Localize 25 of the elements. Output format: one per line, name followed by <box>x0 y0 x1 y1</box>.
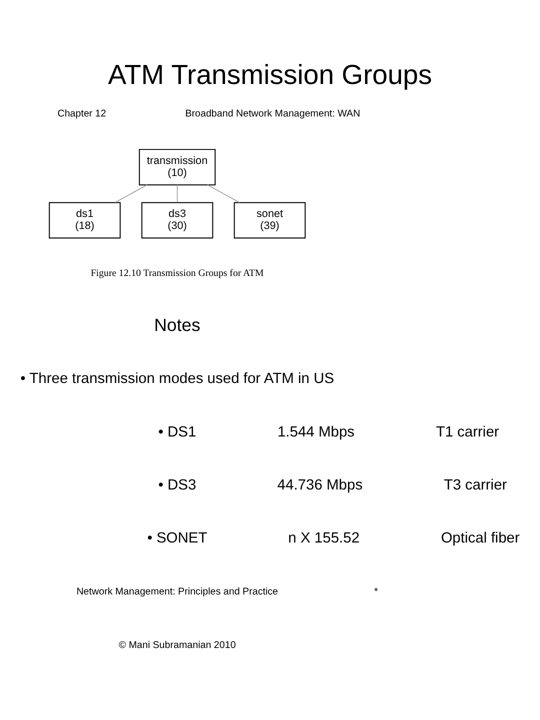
label: • DS1 <box>158 424 196 440</box>
node-box: sonet (39) <box>234 202 306 238</box>
connector <box>207 184 240 202</box>
label: Optical fiber <box>440 530 520 546</box>
label: T3 carrier <box>444 476 507 493</box>
node-box: ds1 (18) <box>48 202 121 238</box>
label: Network Management: Principles and Practice <box>76 586 278 598</box>
label: n X 155.52 <box>288 530 360 546</box>
label: © Mani Subramanian 2010 <box>118 639 236 650</box>
label: Notes <box>154 314 200 334</box>
label: 1.544 Mbps <box>277 424 355 440</box>
label: * <box>374 586 378 598</box>
label: • SONET <box>147 530 208 546</box>
node-box: transmission (10) <box>138 148 216 185</box>
connector <box>114 184 148 202</box>
label: 44.736 Mbps <box>277 476 363 493</box>
caption: Figure 12.10 Transmission Groups for ATM <box>90 267 264 278</box>
label: • Three transmission modes used for ATM in US <box>20 370 334 387</box>
label: T1 carrier <box>436 424 500 440</box>
diagram-title: ATM Transmission Groups <box>108 58 432 90</box>
label: Broadband Network Management: WAN <box>185 108 360 119</box>
label: • DS3 <box>158 476 196 493</box>
node-box: ds3 (30) <box>141 202 214 238</box>
connector <box>176 184 178 202</box>
label: Chapter 12 <box>58 108 106 119</box>
